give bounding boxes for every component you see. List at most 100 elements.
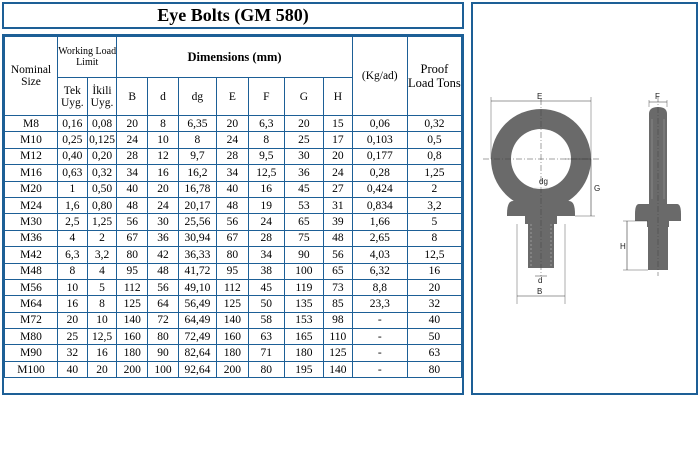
table-cell: 23,3 — [351, 295, 408, 313]
table-cell: 32 — [57, 344, 88, 362]
table-cell: 2 — [406, 180, 462, 198]
table-cell: 3,2 — [86, 246, 118, 264]
table-cell: 6,3 — [247, 114, 285, 133]
table-cell: 0,25 — [57, 131, 88, 149]
table-cell: 90 — [283, 246, 325, 264]
table-cell: M48 — [4, 262, 58, 280]
table-cell: 20 — [283, 114, 325, 133]
table-cell: 0,125 — [86, 131, 118, 149]
table-cell: 6,3 — [57, 246, 88, 264]
table-cell: 63 — [406, 344, 462, 362]
table-cell: 17 — [323, 131, 353, 149]
table-cell: M10 — [4, 131, 58, 149]
table-cell: 125 — [116, 295, 149, 313]
table-cell: 56 — [116, 213, 149, 231]
table-cell: 24 — [323, 164, 353, 182]
header-dim-dg: dg — [177, 77, 217, 116]
table-cell: 100 — [147, 360, 179, 379]
table-cell: 45 — [283, 180, 325, 198]
table-cell: M80 — [4, 328, 58, 346]
table-cell: 195 — [283, 360, 325, 379]
table-cell: 0,32 — [406, 114, 462, 133]
table-cell: 64,49 — [177, 311, 217, 330]
table-cell: 8 — [177, 131, 217, 149]
table-cell: 39 — [323, 213, 353, 231]
table-cell: 72 — [147, 311, 179, 330]
table-cell: 53 — [283, 196, 325, 215]
table-cell: M8 — [4, 114, 58, 133]
header-weight: (Kg/ad) — [351, 36, 408, 116]
table-cell: - — [351, 311, 408, 330]
table-cell: 100 — [283, 262, 325, 280]
table-cell: 6,35 — [177, 114, 217, 133]
table-cell: 40 — [116, 180, 149, 198]
table-cell: 45 — [247, 278, 285, 297]
table-cell: 40 — [406, 311, 462, 330]
table-cell: M100 — [4, 360, 58, 379]
table-cell: M20 — [4, 180, 58, 198]
table-cell: 10 — [86, 311, 118, 330]
header-proof-load: Proof Load Tons — [406, 36, 462, 116]
table-cell: 8,8 — [351, 278, 408, 297]
table-cell: 56 — [323, 246, 353, 264]
table-cell: 36 — [147, 229, 179, 248]
table-cell: 0,834 — [351, 196, 408, 215]
table-cell: 153 — [283, 311, 325, 330]
table-cell: 1,25 — [86, 213, 118, 231]
label-g: G — [594, 184, 600, 193]
table-cell: 110 — [323, 328, 353, 346]
table-cell: 200 — [116, 360, 149, 379]
table-cell: 80 — [406, 360, 462, 379]
label-f: F — [655, 92, 660, 101]
table-cell: 15 — [323, 114, 353, 133]
table-cell: 73 — [323, 278, 353, 297]
table-cell: 75 — [283, 229, 325, 248]
table-cell: 0,424 — [351, 180, 408, 198]
table-cell: 1,66 — [351, 213, 408, 231]
table-cell: 112 — [116, 278, 149, 297]
table-cell: 140 — [323, 360, 353, 379]
table-cell: 95 — [215, 262, 249, 280]
table-cell: - — [351, 344, 408, 362]
header-tek-uyg: Tek Uyg. — [57, 77, 88, 116]
label-b: B — [537, 287, 542, 296]
table-cell: 64 — [147, 295, 179, 313]
header-dim-d: d — [147, 77, 179, 116]
table-cell: 5 — [86, 278, 118, 297]
eye-bolt-drawing: E dg G d B — [483, 92, 681, 304]
table-cell: 63 — [247, 328, 285, 346]
table-cell: 80 — [116, 246, 149, 264]
table-cell: 160 — [215, 328, 249, 346]
table-cell: 12 — [147, 147, 179, 166]
label-dg: dg — [539, 177, 548, 186]
table-cell: 58 — [247, 311, 285, 330]
table-cell: 25 — [283, 131, 325, 149]
table-cell: 65 — [323, 262, 353, 280]
table-cell: 4,03 — [351, 246, 408, 264]
table-cell: 12,5 — [86, 328, 118, 346]
table-cell: 10 — [147, 131, 179, 149]
table-cell: 180 — [215, 344, 249, 362]
table-cell: 16 — [247, 180, 285, 198]
table-cell: 16,78 — [177, 180, 217, 198]
table-cell: 27 — [323, 180, 353, 198]
table-cell: 0,80 — [86, 196, 118, 215]
table-cell: 3,2 — [406, 196, 462, 215]
table-cell: 42 — [147, 246, 179, 264]
table-cell: 28 — [247, 229, 285, 248]
table-cell: 180 — [116, 344, 149, 362]
table-cell: 8 — [406, 229, 462, 248]
table-cell: M64 — [4, 295, 58, 313]
table-cell: 0,20 — [86, 147, 118, 166]
